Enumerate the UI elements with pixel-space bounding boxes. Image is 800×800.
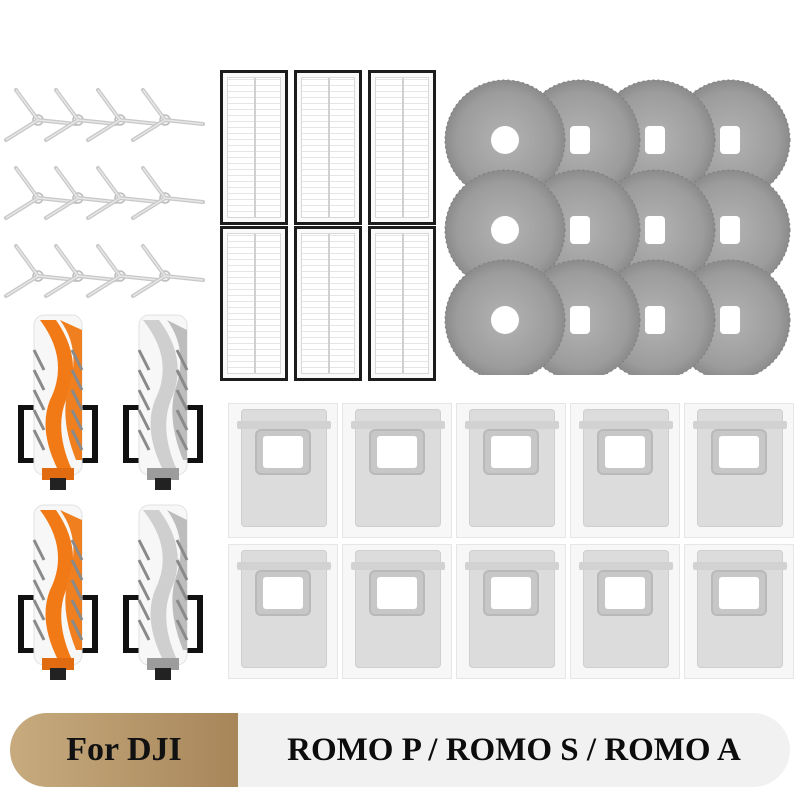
mop-pads-group [444, 79, 791, 375]
dust-bag [456, 544, 566, 679]
side-brush [4, 244, 78, 298]
dust-bag [228, 544, 338, 679]
side-brush [131, 166, 205, 220]
dust-bag [342, 544, 452, 679]
dust-bag [570, 544, 680, 679]
side-brushes-group [4, 88, 205, 298]
side-brush [4, 166, 78, 220]
dust-bag [684, 544, 794, 679]
hepa-filter [368, 70, 436, 225]
compatibility-banner: For DJI ROMO P / ROMO S / ROMO A [10, 713, 790, 787]
dust-bag [228, 403, 338, 538]
side-brush [131, 88, 205, 142]
banner-brand-label: For DJI [66, 731, 182, 768]
hepa-filter [294, 70, 362, 225]
main-brush-gray [121, 503, 205, 682]
banner-models-label: ROMO P / ROMO S / ROMO A [287, 732, 741, 768]
hepa-filter [220, 226, 288, 381]
main-brush-orange [16, 313, 100, 492]
main-brush-gray [121, 313, 205, 492]
hepa-filter [368, 226, 436, 381]
dust-bag [684, 403, 794, 538]
hepa-filter [294, 226, 362, 381]
dust-bag [456, 403, 566, 538]
mop-pad [444, 259, 566, 375]
main-brushes-group [16, 313, 205, 682]
banner-brand-block [10, 713, 238, 787]
dust-bag [342, 403, 452, 538]
main-brush-orange [16, 503, 100, 682]
hepa-filter [220, 70, 288, 225]
side-brush [131, 244, 205, 298]
dust-bag [570, 403, 680, 538]
side-brush [4, 88, 78, 142]
